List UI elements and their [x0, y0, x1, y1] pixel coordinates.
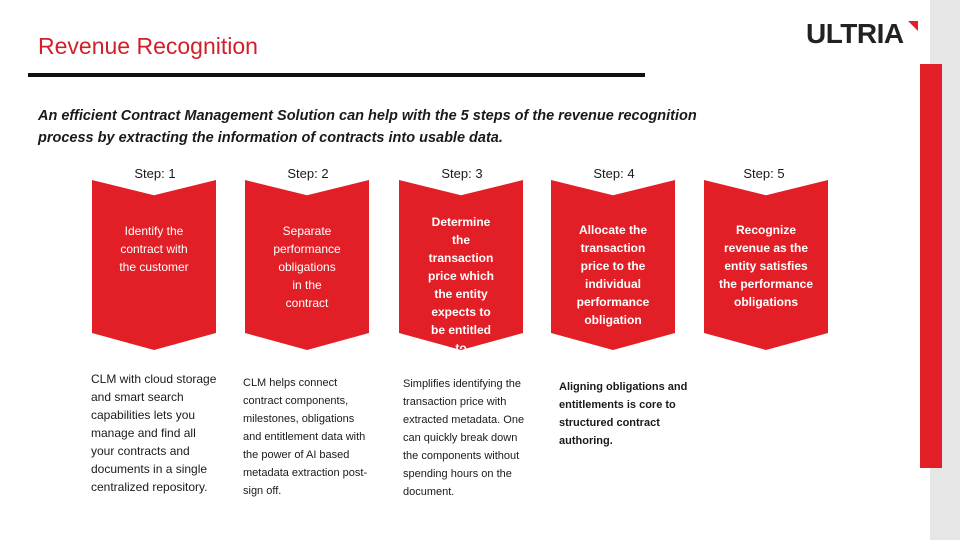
step-2-chevron	[245, 180, 369, 350]
step-2-label: Step: 2	[287, 166, 329, 181]
step-4-title: Allocate the transaction price to the in…	[576, 223, 650, 327]
step-4-description: Aligning obligations and entitlements is…	[559, 381, 688, 447]
step-4-chevron	[551, 180, 675, 350]
right-red-accent-bar	[920, 64, 942, 468]
step-3-label: Step: 3	[441, 166, 483, 181]
step-1-title: Identify the contract with the customer	[119, 224, 189, 274]
step-5-label: Step: 5	[743, 166, 785, 181]
step-2-title: Separate performance obligations in the …	[273, 224, 341, 310]
step-1-description: CLM with cloud storage and smart search …	[91, 372, 217, 494]
step-1-label: Step: 1	[134, 166, 176, 181]
step-1-chevron	[92, 180, 216, 350]
step-3-chevron	[399, 180, 523, 350]
step-4-label: Step: 4	[593, 166, 635, 181]
ultria-logo: ULTRIA	[806, 18, 918, 49]
step-5-chevron	[704, 180, 828, 350]
intro-paragraph: An efficient Contract Management Solutio…	[38, 108, 697, 146]
title-underline	[28, 73, 645, 77]
slide-title: Revenue Recognition	[38, 33, 258, 59]
svg-text:ULTRIA: ULTRIA	[806, 18, 904, 49]
step-5-title: Recognize revenue as the entity satisfie…	[718, 223, 814, 309]
step-2-description: CLM helps connect contract components, m…	[243, 377, 368, 497]
step-3-description: Simplifies identifying the transaction p…	[403, 378, 525, 498]
step-3-title: Determine the transaction price which th…	[427, 215, 495, 349]
